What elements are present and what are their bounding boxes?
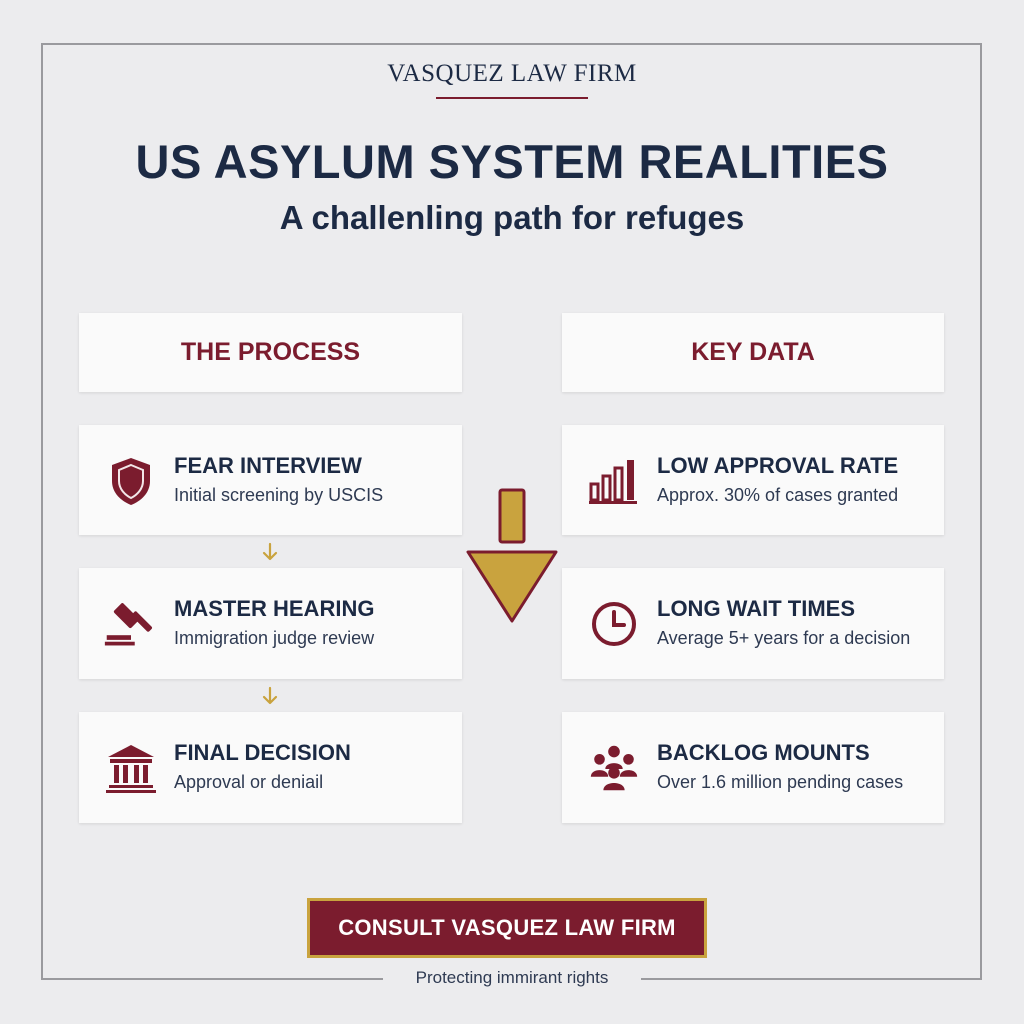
step-title: FEAR INTERVIEW xyxy=(174,453,362,478)
step-description: Initial screening by USCIS xyxy=(174,485,384,505)
border-gap xyxy=(383,970,641,990)
process-heading: THE PROCESS xyxy=(180,338,361,366)
step-title: MASTER HEARING xyxy=(174,596,375,621)
brand-name: VASQUEZ LAW FIRM xyxy=(387,60,637,87)
data-description: Approx. 30% of cases granted xyxy=(657,485,899,505)
consult-button[interactable]: CONSULT VASQUEZ LAW FIRM xyxy=(307,898,707,958)
clock-icon xyxy=(586,596,642,652)
down-arrow-icon xyxy=(262,686,278,705)
people-group-icon xyxy=(586,740,642,796)
key-data-heading: KEY DATA xyxy=(691,338,815,366)
step-description: Immigration judge review xyxy=(174,628,375,648)
footer-tagline: Protecting immirant rights xyxy=(415,968,609,987)
key-data-heading-card: KEY DATA xyxy=(562,313,944,392)
key-data-backlog: BACKLOG MOUNTS Over 1.6 million pending … xyxy=(562,712,944,823)
page-subtitle: A challenling path for refuges xyxy=(279,199,745,236)
data-title: BACKLOG MOUNTS xyxy=(657,740,870,765)
data-title: LOW APPROVAL RATE xyxy=(657,453,899,478)
down-arrow-icon xyxy=(262,542,278,561)
gavel-icon xyxy=(103,596,159,652)
step-description: Approval or deniail xyxy=(174,772,324,792)
process-step-master-hearing: MASTER HEARING Immigration judge review xyxy=(79,568,462,679)
shield-icon xyxy=(103,453,159,509)
data-description: Over 1.6 million pending cases xyxy=(657,772,904,792)
page-title: US ASYLUM SYSTEM REALITIES xyxy=(135,135,889,188)
process-step-fear-interview: FEAR INTERVIEW Initial screening by USCI… xyxy=(79,425,462,535)
key-data-approval-rate: LOW APPROVAL RATE Approx. 30% of cases g… xyxy=(562,425,944,535)
brand-underline xyxy=(436,97,588,99)
center-down-arrow-icon xyxy=(466,488,558,623)
process-step-final-decision: FINAL DECISION Approval or deniail xyxy=(79,712,462,823)
data-description: Average 5+ years for a decision xyxy=(657,628,911,648)
data-title: LONG WAIT TIMES xyxy=(657,596,855,621)
step-title: FINAL DECISION xyxy=(174,740,351,765)
consult-button-label: CONSULT VASQUEZ LAW FIRM xyxy=(338,915,676,940)
courthouse-icon xyxy=(103,740,159,796)
bar-chart-icon xyxy=(586,453,642,509)
process-heading-card: THE PROCESS xyxy=(79,313,462,392)
key-data-wait-times: LONG WAIT TIMES Average 5+ years for a d… xyxy=(562,568,944,679)
